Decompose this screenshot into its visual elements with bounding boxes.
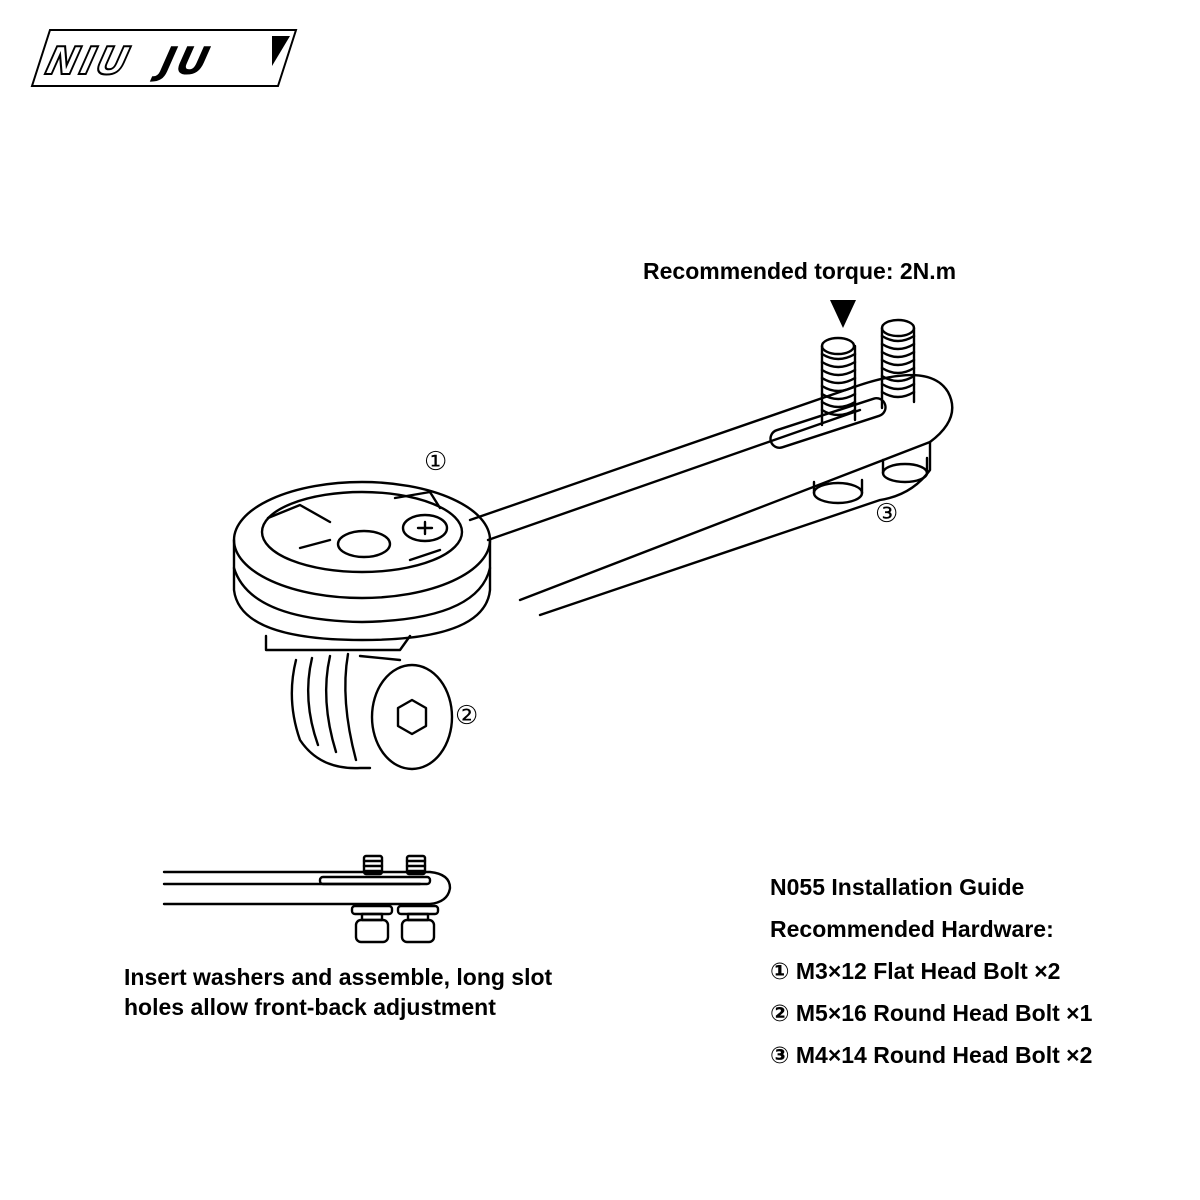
down-triangle-icon (830, 300, 856, 328)
hardware-item-3: ③ M4×14 Round Head Bolt ×2 (770, 1042, 1093, 1068)
callout-3: ③ (875, 499, 898, 529)
hardware-heading: Recommended Hardware: (770, 916, 1054, 942)
callout-2: ② (455, 701, 478, 731)
callout-1: ① (424, 447, 447, 477)
note-line-1: Insert washers and assemble, long slot (124, 964, 553, 990)
torque-label: Recommended torque: 2N.m (643, 258, 957, 284)
assembly-note: Insert washers and assemble, long slot h… (124, 962, 664, 1022)
threaded-bolts (820, 318, 916, 427)
side-view-assembly (162, 854, 452, 944)
gopro-adapter (264, 634, 454, 771)
hardware-item-1: ① M3×12 Flat Head Bolt ×2 (770, 958, 1061, 984)
mount-arm (468, 373, 954, 617)
note-line-2: holes allow front-back adjustment (124, 994, 496, 1020)
hardware-item-2: ② M5×16 Round Head Bolt ×1 (770, 1000, 1093, 1026)
niuju-logo: NIU JU (30, 29, 298, 87)
triangle-mark-icon (272, 36, 290, 66)
installation-guide: N055 Installation Guide Recommended Hard… (770, 866, 1092, 1076)
computer-mount-head (232, 480, 492, 642)
guide-title: N055 Installation Guide (770, 874, 1025, 900)
svg-text:NIU: NIU (42, 40, 136, 84)
